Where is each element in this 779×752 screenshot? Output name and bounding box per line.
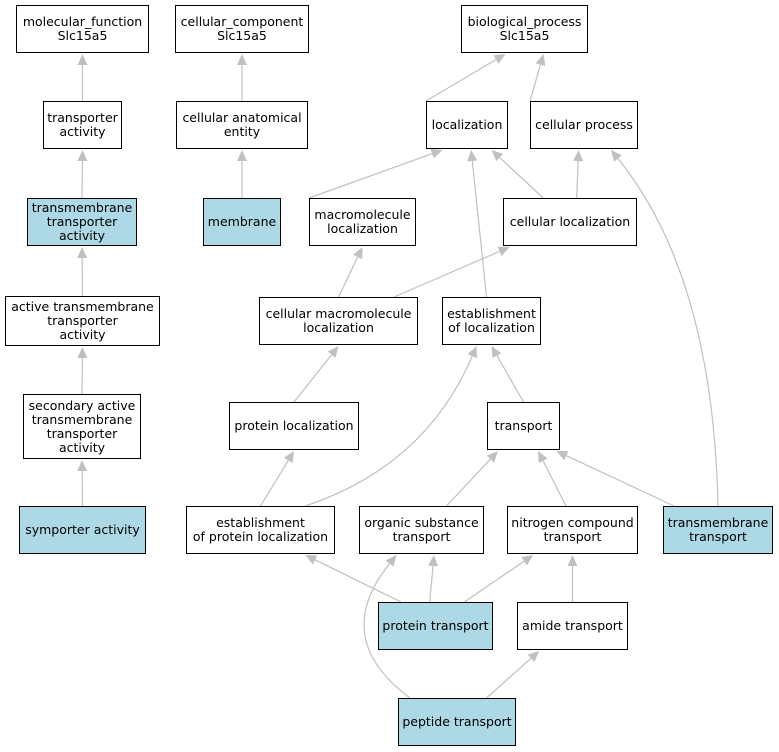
node-cellular-process[interactable]: cellular process [530, 101, 638, 149]
arrowhead-cellular_localization-to-cellular_process [573, 150, 584, 162]
arrowhead-peptide_transport-to-organic_substance_transport [385, 555, 397, 567]
node-symporter-activity[interactable]: symporter activity [19, 506, 146, 554]
arrowhead-transporter_activity-to-mf_root [77, 54, 88, 65]
node-protein-transport[interactable]: protein transport [378, 602, 493, 650]
arrowhead-membrane-to-cellular_anatomical_entity [237, 150, 247, 161]
edge-peptide_transport-to-organic_substance_transport [363, 563, 411, 699]
edge-cellular_localization-to-localization [499, 157, 544, 199]
arrowhead-macromolecule_localization-to-localization [430, 149, 443, 159]
arrowhead-protein_localization-to-cellular_macromolecule_localization [327, 346, 339, 358]
node-protein-localization[interactable]: protein localization [229, 402, 359, 450]
edge-cellular_localization-to-cellular_process [576, 160, 579, 199]
arrowhead-cellular_anatomical_entity-to-cc_root [237, 54, 247, 65]
edge-organic_substance_transport-to-transport [446, 458, 491, 507]
arrowhead-organic_substance_transport-to-transport [486, 451, 498, 463]
arrowhead-active_transmembrane_transporter_activity-to-transmembrane_transporter_activity [77, 247, 88, 259]
arrowhead-transport-to-establishment_of_localization [491, 346, 502, 359]
arrowhead-transmembrane_transport-to-transport [556, 451, 569, 461]
node-establishment-of-localization[interactable]: establishment of localization [442, 297, 541, 345]
arrowhead-cellular_process-to-bp_root [535, 54, 546, 66]
edge-localization-to-bp_root [425, 59, 497, 102]
node-cellular-macromolecule-localization[interactable]: cellular macromolecule localization [259, 297, 418, 345]
node-macromolecule-localization[interactable]: macromolecule localization [309, 198, 416, 246]
arrowhead-peptide_transport-to-amide_transport [527, 651, 540, 663]
edge-establishment_of_protein_localization-to-protein_localization [259, 460, 289, 507]
arrowhead-protein_transport-to-establishment_of_protein_localization [305, 555, 318, 565]
node-secondary-active-transmembrane-transporter-activity[interactable]: secondary active transmembrane transport… [23, 394, 141, 459]
arrowhead-protein_transport-to-nitrogen_compound_transport [521, 555, 534, 566]
edge-peptide_transport-to-amide_transport [486, 657, 532, 699]
node-transporter-activity[interactable]: transporter activity [43, 101, 122, 149]
edge-protein_transport-to-nitrogen_compound_transport [463, 560, 525, 603]
node-transmembrane-transport[interactable]: transmembrane transport [663, 506, 773, 554]
edge-transport-to-establishment_of_localization [496, 355, 525, 403]
arrowhead-establishment_of_localization-to-localization [467, 150, 478, 162]
edge-protein_transport-to-establishment_of_protein_localization [314, 559, 402, 603]
arrowhead-symporter_activity-to-secondary_active_transmembrane_transporter_activity [77, 460, 88, 472]
node-amide-transport[interactable]: amide transport [517, 602, 628, 650]
edge-nitrogen_compound_transport-to-transport [542, 460, 567, 507]
arrowhead-secondary_active_transmembrane_transporter_activity-to-active_transmembrane_transporter_activity [77, 347, 88, 359]
node-biological-process-root[interactable]: biological_process Slc15a5 [461, 5, 588, 53]
arrowhead-protein_transport-to-organic_substance_transport [428, 555, 438, 567]
node-localization[interactable]: localization [426, 101, 508, 149]
node-peptide-transport[interactable]: peptide transport [398, 698, 516, 746]
node-cellular-component-root[interactable]: cellular_component Slc15a5 [175, 5, 309, 53]
arrowhead-cellular_macromolecule_localization-to-macromolecule_localization [353, 247, 363, 260]
arrowhead-transmembrane_transporter_activity-to-transporter_activity [77, 150, 88, 162]
edge-protein_transport-to-organic_substance_transport [429, 565, 434, 603]
node-organic-substance-transport[interactable]: organic substance transport [359, 506, 484, 554]
arrowhead-establishment_of_protein_localization-to-establishment_of_localization [467, 346, 477, 359]
edge-transmembrane_transport-to-cellular_process [617, 158, 719, 507]
arrowhead-nitrogen_compound_transport-to-transport [538, 451, 548, 464]
arrowhead-localization-to-bp_root [493, 54, 506, 64]
arrowhead-amide_transport-to-nitrogen_compound_transport [567, 555, 578, 566]
node-cellular-localization[interactable]: cellular localization [503, 198, 637, 246]
node-cellular-anatomical-entity[interactable]: cellular anatomical entity [176, 101, 308, 149]
arrowhead-cellular_localization-to-localization [491, 150, 504, 162]
edge-establishment_of_localization-to-localization [471, 160, 488, 298]
edge-protein_localization-to-cellular_macromolecule_localization [293, 354, 333, 403]
edge-cellular_process-to-bp_root [529, 64, 542, 102]
arrowhead-cellular_macromolecule_localization-to-cellular_localization [497, 246, 510, 256]
edge-transmembrane_transport-to-transport [566, 455, 675, 507]
node-transport[interactable]: transport [487, 402, 560, 450]
node-establishment-of-protein-localization[interactable]: establishment of protein localization [186, 506, 335, 554]
node-nitrogen-compound-transport[interactable]: nitrogen compound transport [507, 506, 638, 554]
edge-macromolecule_localization-to-localization [308, 153, 433, 199]
node-molecular-function-root[interactable]: molecular_function Slc15a5 [16, 5, 149, 53]
node-transmembrane-transporter-activity[interactable]: transmembrane transporter activity [27, 198, 137, 246]
arrowhead-transmembrane_transport-to-cellular_process [611, 150, 622, 162]
edge-cellular_macromolecule_localization-to-cellular_localization [393, 250, 500, 298]
node-membrane[interactable]: membrane [203, 198, 281, 246]
edge-cellular_macromolecule_localization-to-macromolecule_localization [337, 256, 359, 298]
node-active-transmembrane-transporter-activity[interactable]: active transmembrane transporter activit… [5, 296, 160, 346]
edge-establishment_of_protein_localization-to-establishment_of_localization [305, 355, 473, 507]
arrowhead-establishment_of_protein_localization-to-protein_localization [284, 451, 294, 463]
